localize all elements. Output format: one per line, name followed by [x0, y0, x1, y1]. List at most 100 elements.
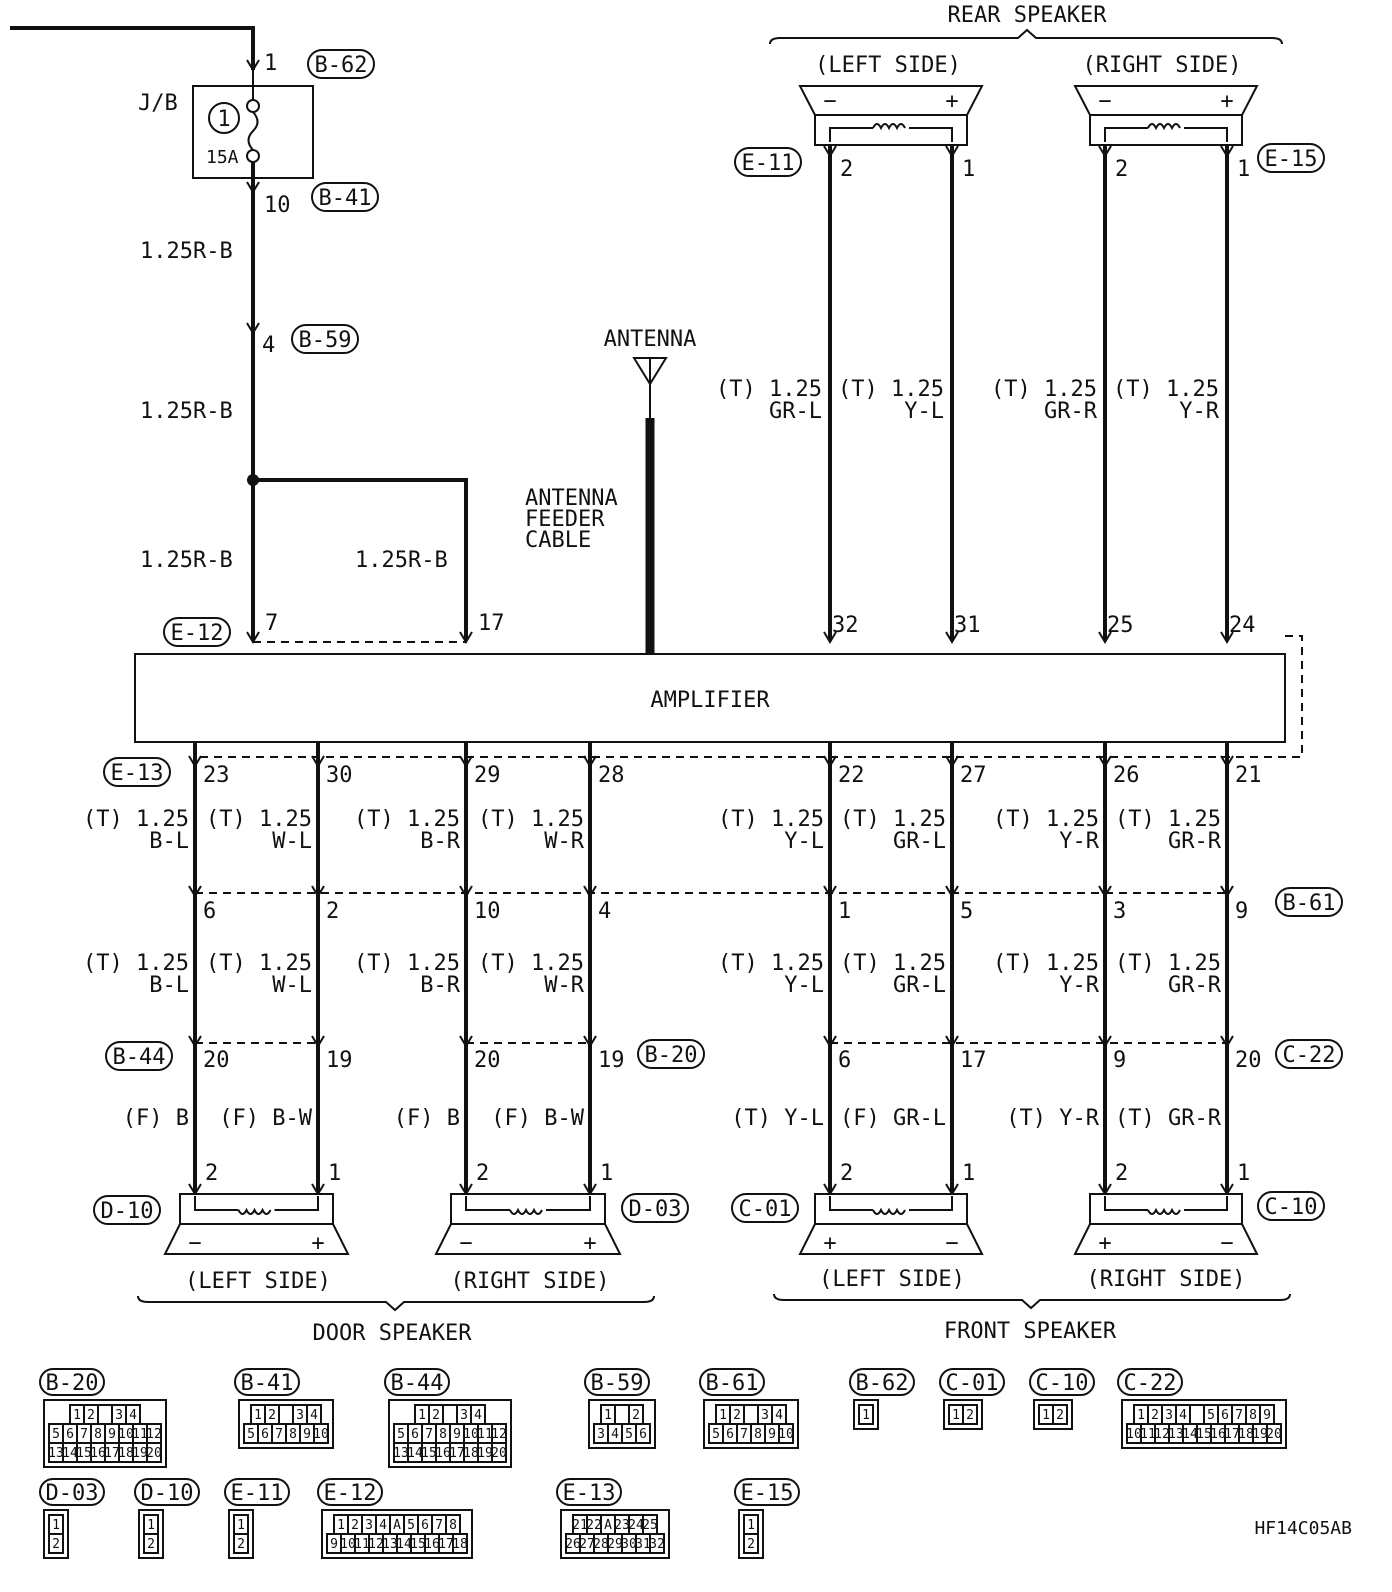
connector-legend-pin: 13 — [393, 1446, 409, 1461]
connector-legend-pin: 7 — [80, 1427, 88, 1442]
connector-legend-tag — [384, 1368, 450, 1396]
connector-legend-pin: 31 — [635, 1537, 651, 1552]
connector-legend-tag — [849, 1368, 915, 1396]
connector-legend-pin: 10 — [340, 1537, 356, 1552]
wire-spec: (T) 1.25 — [478, 807, 584, 832]
terminal-arrow — [459, 885, 473, 898]
connector-legend-pin: 3 — [115, 1408, 123, 1423]
wire-spec: (T) 1.25 — [354, 951, 460, 976]
pin-number: 2 — [1115, 157, 1128, 182]
terminal-arrow — [1220, 755, 1234, 768]
connector-legend-pin: 1 — [1042, 1408, 1050, 1423]
wire-color: W-L — [272, 973, 312, 998]
connector-legend-tag — [39, 1478, 105, 1506]
wire-color: GR-L — [769, 399, 822, 424]
voice-coil-lead — [829, 1196, 953, 1211]
fuse-number: 1 — [217, 107, 230, 132]
minus-sign: − — [188, 1231, 201, 1256]
minus-sign: − — [945, 1231, 958, 1256]
connector-legend-pin: 5 — [1207, 1408, 1215, 1423]
connector-legend-pin: 1 — [747, 1518, 755, 1533]
terminal-arrow — [311, 1035, 325, 1048]
connector-tag-outline — [105, 1041, 173, 1071]
connector-legend-pin: 3 — [460, 1408, 468, 1423]
connector-e11-tag: E-11 — [734, 147, 802, 177]
wire-spec: (T) 1.25 — [716, 377, 822, 402]
wire-spec: (T) 1.25 — [206, 951, 312, 976]
connector-legend-pin: 9 — [768, 1427, 776, 1442]
connector-tag-label: B-20 — [645, 1043, 698, 1068]
connector-legend-pin: 4 — [310, 1408, 318, 1423]
connector-legend-pin: 20 — [1266, 1427, 1282, 1442]
side-label: (RIGHT SIDE) — [451, 1269, 610, 1294]
pin-number: 22 — [838, 763, 865, 788]
connector-legend-pin: 7 — [740, 1427, 748, 1442]
connector-legend-pin: 9 — [108, 1427, 116, 1442]
connector-legend-pin: 18 — [118, 1446, 134, 1461]
rear-speaker-brace — [769, 28, 1283, 45]
connector-legend-pin: 14 — [407, 1446, 423, 1461]
connector-legend-pin: 3 — [1165, 1408, 1173, 1423]
pin-number: 7 — [265, 611, 278, 636]
connector-legend-pin: 29 — [607, 1537, 623, 1552]
pin-number: 20 — [1235, 1048, 1262, 1073]
connector-tag-label: D-10 — [101, 1199, 154, 1224]
terminal-arrow — [823, 631, 837, 644]
pin-number: 1 — [1237, 1161, 1250, 1186]
pin-number: 2 — [840, 1161, 853, 1186]
connector-legend-pin: 2 — [52, 1537, 60, 1552]
pin-number: 1 — [1237, 157, 1250, 182]
pin-number: 24 — [1229, 613, 1256, 638]
wire-color: Y-R — [1059, 829, 1099, 854]
connector-legend-cell — [48, 1533, 64, 1554]
connector-legend-pin: 6 — [411, 1427, 419, 1442]
pin-number: 4 — [262, 333, 275, 358]
connector-legend-pin: 4 — [129, 1408, 137, 1423]
voice-coil-lead — [465, 1196, 591, 1211]
connector-legend-pin: 13 — [382, 1537, 398, 1552]
connector-legend-name: E-12 — [324, 1481, 377, 1506]
connector-legend-pin: 18 — [452, 1537, 468, 1552]
side-label: (RIGHT SIDE) — [1083, 53, 1242, 78]
amplifier-connector-outline — [195, 635, 1303, 758]
pin-number: 27 — [960, 763, 987, 788]
fuse-rating: 15A — [206, 147, 239, 168]
connector-tag-outline — [1257, 1191, 1325, 1221]
wire-spec: (T) 1.25 — [718, 807, 824, 832]
pin-number: 21 — [1235, 763, 1262, 788]
connector-legend-pin: 6 — [1221, 1408, 1229, 1423]
connector-legend-pin: 32 — [649, 1537, 665, 1552]
connector-legend-pin: 1 — [147, 1518, 155, 1533]
connector-legend-pin: 16 — [424, 1537, 440, 1552]
diagram-code: HF14C05AB — [1254, 1518, 1352, 1539]
connector-legend-pin: 2 — [268, 1408, 276, 1423]
connector-legend-pin: 28 — [593, 1537, 609, 1552]
wire-spec: (T) 1.25 — [991, 377, 1097, 402]
pin-number: 17 — [478, 611, 505, 636]
voice-coil-lead — [1104, 127, 1228, 142]
terminal-arrow — [311, 885, 325, 898]
wire-color: W-R — [544, 973, 584, 998]
wire-spec: (T) 1.25 — [206, 807, 312, 832]
connector-legend-pin: 11 — [354, 1537, 370, 1552]
connector-legend-name: C-10 — [1036, 1371, 1089, 1396]
wire-color: GR-R — [1168, 829, 1222, 854]
voice-coil-lead — [194, 1196, 319, 1211]
terminal-arrow — [188, 1035, 202, 1048]
battery-feed-wire — [10, 26, 255, 70]
connector-legend-pin: 27 — [579, 1537, 595, 1552]
front-left-speaker — [798, 1223, 984, 1255]
connector-legend-pin: 1 — [237, 1518, 245, 1533]
connector-legend-pin: 3 — [597, 1427, 605, 1442]
connector-legend-pin: 17 — [449, 1446, 465, 1461]
pin-number: 2 — [205, 1161, 218, 1186]
side-label: (LEFT SIDE) — [815, 53, 961, 78]
connector-legend-pin: 19 — [132, 1446, 148, 1461]
connector-legend-pin: 15 — [421, 1446, 437, 1461]
minus-sign: − — [459, 1231, 472, 1256]
terminal-arrow — [945, 631, 959, 644]
